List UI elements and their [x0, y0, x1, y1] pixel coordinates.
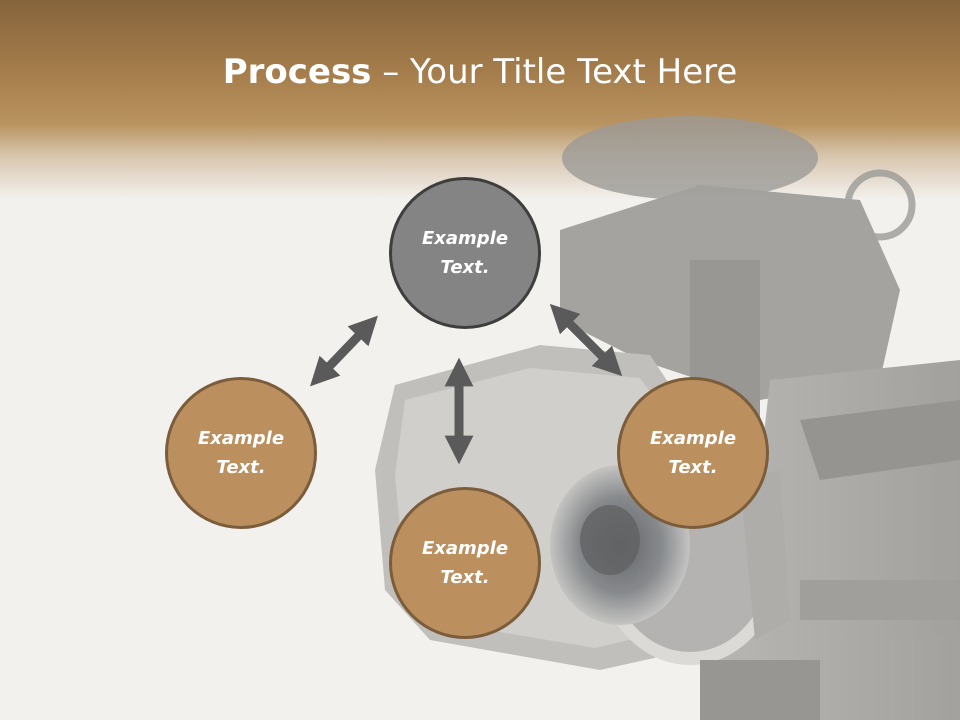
- arrow-top-left: [310, 315, 378, 387]
- node-text-line2: Text.: [440, 257, 490, 278]
- node-text-line1: Example: [649, 428, 737, 449]
- node-text-line1: Example: [421, 228, 509, 249]
- node-text-line2: Text.: [216, 457, 266, 478]
- title-strong: Process: [222, 52, 372, 92]
- process-node-bottom: Example Text.: [389, 487, 541, 639]
- title-rest: – Your Title Text Here: [371, 52, 738, 92]
- process-node-right: Example Text.: [617, 377, 769, 529]
- node-text-line1: Example: [197, 428, 285, 449]
- process-node-left: Example Text.: [165, 377, 317, 529]
- node-text-line2: Text.: [440, 567, 490, 588]
- process-node-top: Example Text.: [389, 177, 541, 329]
- arrow-top-right: [549, 303, 623, 377]
- slide-title: Process – Your Title Text Here: [0, 52, 960, 92]
- node-text-line1: Example: [421, 538, 509, 559]
- node-text-line2: Text.: [668, 457, 718, 478]
